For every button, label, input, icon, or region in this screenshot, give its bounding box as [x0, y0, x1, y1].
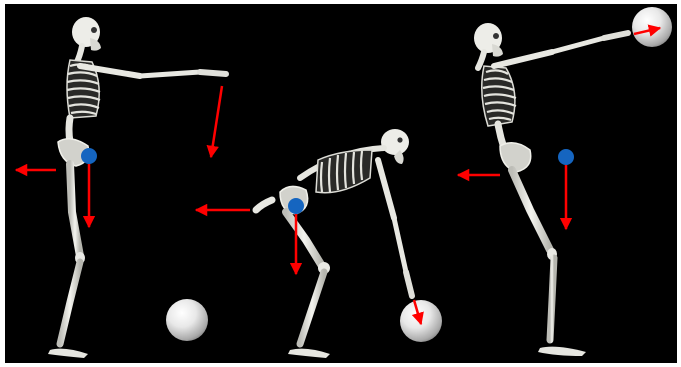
ball-at-hands: [632, 7, 672, 47]
center-of-mass-marker: [81, 148, 97, 164]
ball-on-floor: [166, 299, 208, 341]
center-of-mass-marker: [558, 149, 574, 165]
center-of-mass-marker: [288, 198, 304, 214]
